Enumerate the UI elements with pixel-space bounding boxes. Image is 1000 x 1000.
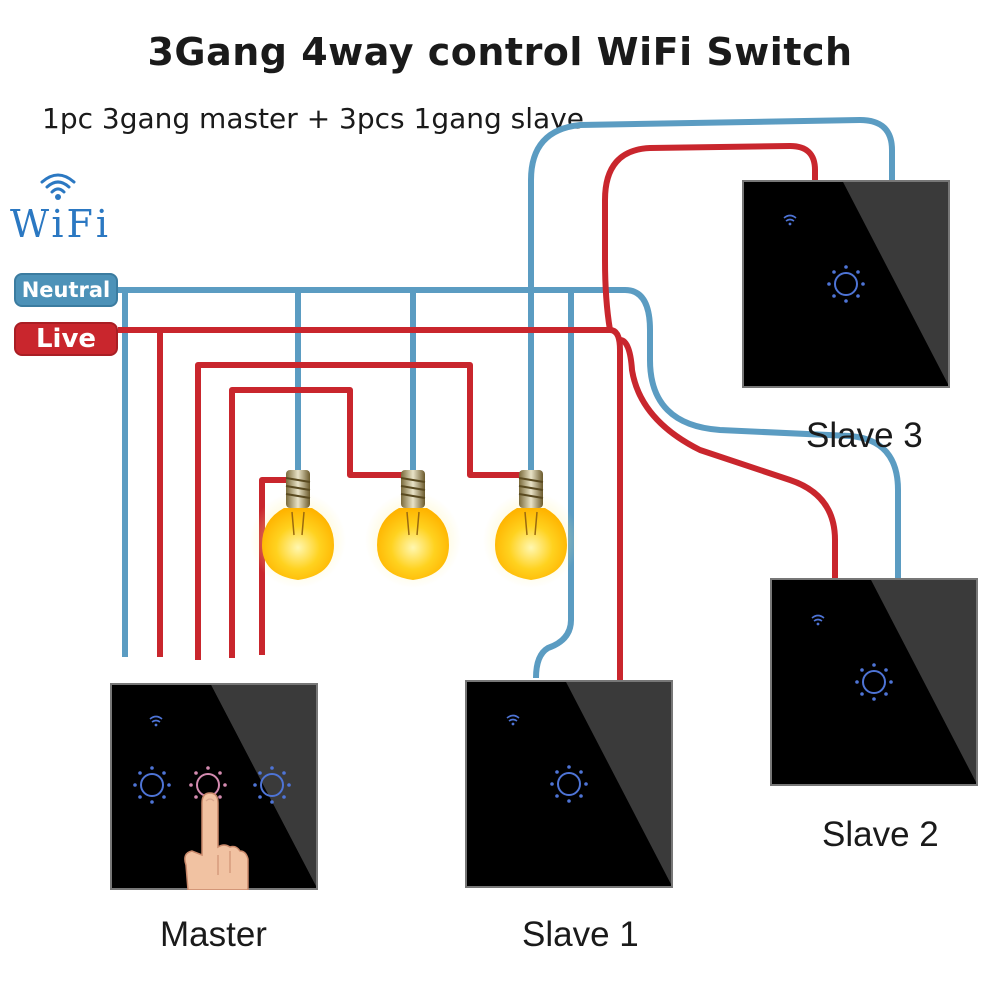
slave3-switch-panel[interactable]	[742, 180, 950, 388]
red-wire-slave1	[609, 327, 623, 682]
panel-glare	[110, 683, 318, 890]
finger-icon	[184, 792, 249, 890]
master-output-3	[259, 477, 292, 655]
master-label: Master	[160, 915, 267, 954]
slave3-label: Slave 3	[806, 416, 923, 455]
panel-glare	[770, 578, 978, 786]
master-switch-panel[interactable]	[110, 683, 318, 890]
wifi-logo: WiFi	[10, 168, 120, 248]
slave1-label: Slave 1	[522, 915, 639, 954]
diagram-subtitle: 1pc 3gang master + 3pcs 1gang slave	[42, 102, 585, 135]
wifi-logo-text: WiFi	[10, 202, 112, 246]
wifi-indicator-icon	[783, 214, 797, 226]
blue-wire-slave2	[624, 287, 901, 578]
wifi-icon	[40, 173, 76, 200]
wifi-indicator-icon	[149, 715, 163, 727]
live-tag: Live	[14, 322, 118, 356]
touch-ring-icon	[855, 663, 893, 701]
bulb-2	[365, 470, 461, 588]
slave2-switch-panel[interactable]	[770, 578, 978, 786]
blue-wire-slave1	[533, 290, 574, 679]
wifi-indicator-icon	[506, 714, 520, 726]
red-wire-slave3	[602, 143, 818, 331]
blue-wire-slave3	[528, 117, 895, 182]
neutral-tag: Neutral	[14, 273, 118, 307]
wifi-indicator-icon	[811, 614, 825, 626]
panel-glare	[465, 680, 673, 888]
bulb-3	[483, 470, 579, 588]
diagram-title: 3Gang 4way control WiFi Switch	[147, 30, 853, 74]
touch-ring-icon	[253, 766, 291, 804]
master-output-1	[195, 362, 520, 660]
bulb-1	[250, 470, 346, 588]
slave1-switch-panel[interactable]	[465, 680, 673, 888]
slave2-label: Slave 2	[822, 815, 939, 854]
master-touch-buttons	[133, 715, 291, 890]
touch-ring-icon	[133, 766, 171, 804]
panel-glare	[742, 180, 950, 388]
red-wire-slave2	[619, 337, 838, 578]
master-output-2	[229, 387, 405, 658]
touch-ring-icon	[827, 265, 865, 303]
touch-ring-icon	[550, 765, 588, 803]
